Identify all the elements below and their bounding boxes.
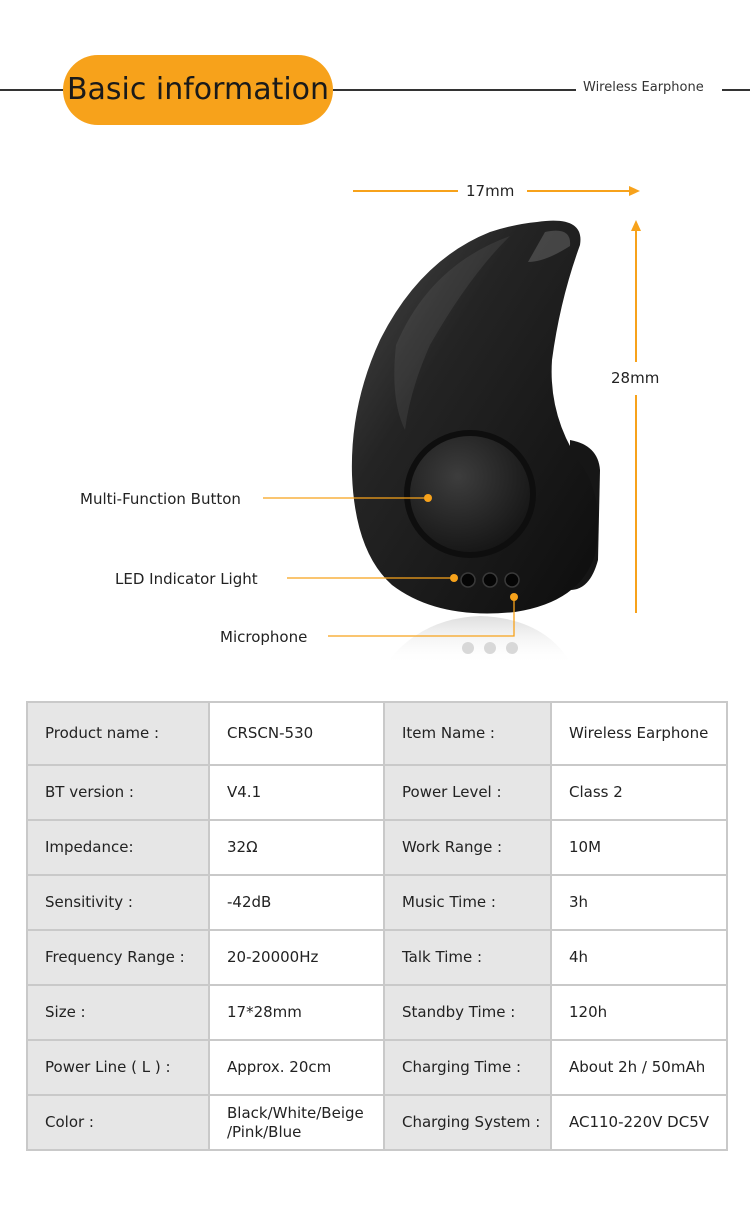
- table-row: Size : 17*28mm Standby Time : 120h: [26, 984, 728, 1041]
- spec-key: Power Level :: [383, 764, 552, 821]
- spec-key: Standby Time :: [383, 984, 552, 1041]
- spec-key: BT version :: [26, 764, 210, 821]
- spec-value: Approx. 20cm: [208, 1039, 385, 1096]
- led-callout-label: LED Indicator Light: [115, 570, 258, 588]
- spec-key: Impedance:: [26, 819, 210, 876]
- spec-value: 17*28mm: [208, 984, 385, 1041]
- mic-callout-label: Microphone: [220, 628, 308, 646]
- height-dimension: [631, 220, 641, 613]
- spec-key: Size :: [26, 984, 210, 1041]
- table-row: Impedance: 32Ω Work Range : 10M: [26, 819, 728, 876]
- spec-value: CRSCN-530: [208, 701, 385, 766]
- table-row: Color : Black/White/Beige /Pink/Blue Cha…: [26, 1094, 728, 1151]
- arrow-right-icon: [629, 186, 640, 196]
- spec-key: Talk Time :: [383, 929, 552, 986]
- earphone-diagram: [263, 186, 641, 665]
- spec-key: Work Range :: [383, 819, 552, 876]
- product-category-label: Wireless Earphone: [583, 80, 704, 95]
- spec-key: Product name :: [26, 701, 210, 766]
- table-row: Sensitivity : -42dB Music Time : 3h: [26, 874, 728, 931]
- table-row: BT version : V4.1 Power Level : Class 2: [26, 764, 728, 821]
- spec-key: Charging Time :: [383, 1039, 552, 1096]
- header-rule-left: [0, 89, 63, 91]
- spec-key: Charging System :: [383, 1094, 552, 1151]
- spec-value: V4.1: [208, 764, 385, 821]
- spec-value: AC110-220V DC5V: [550, 1094, 728, 1151]
- width-label: 17mm: [466, 182, 515, 200]
- spec-value: -42dB: [208, 874, 385, 931]
- spec-value: 10M: [550, 819, 728, 876]
- spec-key: Frequency Range :: [26, 929, 210, 986]
- button-callout-label: Multi-Function Button: [80, 490, 241, 508]
- spec-value: Black/White/Beige /Pink/Blue: [208, 1094, 385, 1151]
- product-reflection: [385, 616, 572, 665]
- microphone-icon: [504, 572, 520, 588]
- spec-value: 4h: [550, 929, 728, 986]
- spec-key: Item Name :: [383, 701, 552, 766]
- height-label: 28mm: [611, 369, 660, 387]
- spec-table: Product name : CRSCN-530 Item Name : Wir…: [26, 701, 728, 1151]
- spec-value: Class 2: [550, 764, 728, 821]
- header-rule-right: [722, 89, 750, 91]
- spec-value: Wireless Earphone: [550, 701, 728, 766]
- callout-leaders: [263, 494, 518, 637]
- section-title: Basic information: [66, 72, 330, 107]
- spec-value: 120h: [550, 984, 728, 1041]
- led-indicator-icon: [460, 572, 476, 588]
- spec-key: Music Time :: [383, 874, 552, 931]
- spec-key: Power Line ( L ) :: [26, 1039, 210, 1096]
- spec-value: 32Ω: [208, 819, 385, 876]
- header-rule-middle: [333, 89, 576, 91]
- spec-key: Color :: [26, 1094, 210, 1151]
- spec-value: About 2h / 50mAh: [550, 1039, 728, 1096]
- table-row: Frequency Range : 20-20000Hz Talk Time :…: [26, 929, 728, 986]
- width-dimension: [353, 186, 640, 196]
- spec-value: 3h: [550, 874, 728, 931]
- arrow-up-icon: [631, 220, 641, 231]
- section-title-pill: Basic information: [63, 55, 333, 125]
- table-row: Power Line ( L ) : Approx. 20cm Charging…: [26, 1039, 728, 1096]
- spec-value: 20-20000Hz: [208, 929, 385, 986]
- table-row: Product name : CRSCN-530 Item Name : Wir…: [26, 701, 728, 766]
- spec-key: Sensitivity :: [26, 874, 210, 931]
